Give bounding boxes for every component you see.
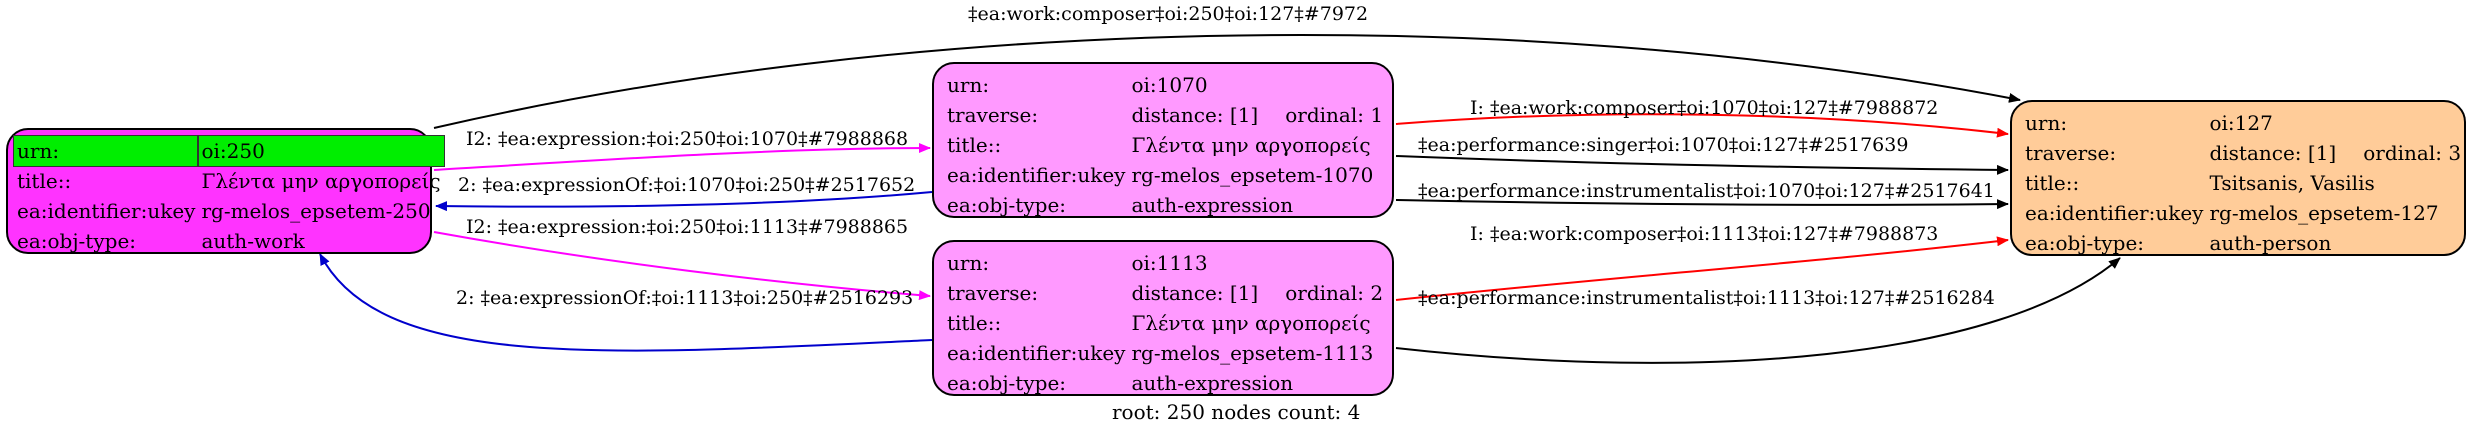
ordinal-value: ordinal: 1 bbox=[1285, 103, 1384, 127]
row-key: urn: bbox=[947, 73, 990, 97]
node-row-title: title:: Γλέντα μην αργοπορείς bbox=[944, 308, 1386, 338]
row-value: auth-expression bbox=[1131, 193, 1294, 217]
row-value: Tsitsanis, Vasilis bbox=[2209, 171, 2375, 195]
row-key: ea:identifier:ukey bbox=[17, 199, 196, 223]
row-value: rg-melos_epsetem-1070 bbox=[1131, 163, 1374, 187]
row-key: ea:obj-type: bbox=[947, 371, 1067, 395]
node-expression-1113[interactable]: urn: oi:1113 traverse: distance: [1] ord… bbox=[932, 240, 1394, 396]
edge-label-5: I: ‡ea:work:composer‡oi:1070‡oi:127‡#798… bbox=[1470, 97, 1938, 119]
row-value: rg-melos_epsetem-250 bbox=[201, 199, 431, 223]
node-row-ukey: ea:identifier:ukey rg-melos_epsetem-127 bbox=[2022, 198, 2464, 228]
row-value: Γλέντα μην αργοπορείς bbox=[1131, 133, 1371, 157]
node-row-traverse: traverse: distance: [1] ordinal: 1 bbox=[944, 100, 1386, 130]
node-row-title: title:: Γλέντα μην αργοπορείς bbox=[14, 166, 444, 196]
node-row-ukey: ea:identifier:ukey rg-melos_epsetem-1113 bbox=[944, 338, 1386, 368]
edge-expression-250-1113[interactable] bbox=[433, 231, 931, 301]
node-row-type: ea:obj-type: auth-expression bbox=[944, 368, 1386, 398]
node-person-127[interactable]: urn: oi:127 traverse: distance: [1] ordi… bbox=[2010, 100, 2466, 256]
row-value: auth-person bbox=[2209, 231, 2332, 255]
row-key: ea:identifier:ukey bbox=[947, 341, 1126, 365]
node-row-urn: urn: oi:1070 bbox=[944, 70, 1386, 100]
edge-work-composer-1070-127[interactable] bbox=[1395, 113, 2009, 138]
graph-footer: root: 250 nodes count: 4 bbox=[1112, 400, 1361, 424]
row-key: title:: bbox=[17, 169, 72, 193]
row-key: traverse: bbox=[2025, 141, 2117, 165]
edge-work-composer-1113-127[interactable] bbox=[1395, 236, 2009, 301]
row-key: traverse: bbox=[947, 281, 1039, 305]
node-person-table: urn: oi:127 traverse: distance: [1] ordi… bbox=[2022, 108, 2464, 258]
node-row-urn: urn: oi:250 bbox=[12, 135, 445, 167]
edge-label-3: I2: ‡ea:expression:‡oi:250‡oi:1113‡#7988… bbox=[466, 216, 908, 238]
edge-label-4: 2: ‡ea:expressionOf:‡oi:1113‡oi:250‡#251… bbox=[456, 287, 913, 309]
row-value: rg-melos_epsetem-127 bbox=[2209, 201, 2439, 225]
edge-performance-instrumentalist-1070-127[interactable] bbox=[1395, 199, 2009, 210]
row-value: oi:1113 bbox=[1131, 251, 1208, 275]
edge-expression-250-1070[interactable] bbox=[433, 143, 931, 171]
row-key: ea:obj-type: bbox=[947, 193, 1067, 217]
row-value: Γλέντα μην αργοπορείς bbox=[201, 169, 441, 193]
row-key: title:: bbox=[947, 311, 1002, 335]
edge-expressionOf-1113-250[interactable] bbox=[319, 253, 933, 352]
node-work-table: urn: oi:250 title:: Γλέντα μην αργοπορεί… bbox=[12, 135, 445, 256]
distance-value: distance: [1] bbox=[2209, 141, 2337, 165]
row-key: traverse: bbox=[947, 103, 1039, 127]
node-work-250[interactable]: urn: oi:250 title:: Γλέντα μην αργοπορεί… bbox=[6, 128, 445, 254]
row-value: auth-work bbox=[201, 229, 305, 253]
node-row-type: ea:obj-type: auth-expression bbox=[944, 190, 1386, 220]
row-key: urn: bbox=[12, 135, 200, 167]
node-row-ukey: ea:identifier:ukey rg-melos_epsetem-1070 bbox=[944, 160, 1386, 190]
edge-label-0: ‡ea:work:composer‡oi:250‡oi:127‡#7972 bbox=[968, 3, 1368, 25]
node-row-urn: urn: oi:1113 bbox=[944, 248, 1386, 278]
ordinal-value: ordinal: 3 bbox=[2363, 141, 2462, 165]
distance-value: distance: [1] bbox=[1131, 281, 1259, 305]
row-value: oi:250 bbox=[197, 135, 445, 167]
row-key: ea:obj-type: bbox=[17, 229, 137, 253]
node-expression-1070[interactable]: urn: oi:1070 traverse: distance: [1] ord… bbox=[932, 62, 1394, 218]
node-expr1113-table: urn: oi:1113 traverse: distance: [1] ord… bbox=[944, 248, 1386, 398]
distance-value: distance: [1] bbox=[1131, 103, 1259, 127]
row-key: title:: bbox=[947, 133, 1002, 157]
edge-label-1: I2: ‡ea:expression:‡oi:250‡oi:1070‡#7988… bbox=[466, 128, 908, 150]
node-row-ukey: ea:identifier:ukey rg-melos_epsetem-250 bbox=[14, 196, 444, 226]
edge-performance-instrumentalist-1113-127[interactable] bbox=[1395, 257, 2121, 364]
row-value: auth-expression bbox=[1131, 371, 1294, 395]
row-value: oi:127 bbox=[2209, 111, 2273, 135]
edge-label-9: ‡ea:performance:instrumentalist‡oi:1113‡… bbox=[1418, 287, 1995, 309]
node-row-traverse: traverse: distance: [1] ordinal: 3 bbox=[2022, 138, 2464, 168]
node-row-type: ea:obj-type: auth-work bbox=[14, 226, 444, 256]
node-row-traverse: traverse: distance: [1] ordinal: 2 bbox=[944, 278, 1386, 308]
row-value: rg-melos_epsetem-1113 bbox=[1131, 341, 1374, 365]
ordinal-value: ordinal: 2 bbox=[1285, 281, 1384, 305]
row-key: ea:obj-type: bbox=[2025, 231, 2145, 255]
node-expr1070-table: urn: oi:1070 traverse: distance: [1] ord… bbox=[944, 70, 1386, 220]
row-value: Γλέντα μην αργοπορείς bbox=[1131, 311, 1371, 335]
row-key: title:: bbox=[2025, 171, 2080, 195]
row-key: urn: bbox=[2025, 111, 2068, 135]
node-row-title: title:: Γλέντα μην αργοπορείς bbox=[944, 130, 1386, 160]
edge-label-7: ‡ea:performance:instrumentalist‡oi:1070‡… bbox=[1418, 180, 1995, 202]
edge-expressionOf-1070-250[interactable] bbox=[435, 191, 933, 212]
edge-work-composer-250-127[interactable] bbox=[433, 33, 2021, 129]
row-key: ea:identifier:ukey bbox=[947, 163, 1126, 187]
edge-label-2: 2: ‡ea:expressionOf:‡oi:1070‡oi:250‡#251… bbox=[458, 174, 915, 196]
row-key: ea:identifier:ukey bbox=[2025, 201, 2204, 225]
row-value: oi:1070 bbox=[1131, 73, 1208, 97]
node-row-urn: urn: oi:127 bbox=[2022, 108, 2464, 138]
edge-label-6: ‡ea:performance:singer‡oi:1070‡oi:127‡#2… bbox=[1418, 134, 1908, 156]
node-row-title: title:: Tsitsanis, Vasilis bbox=[2022, 168, 2464, 198]
edge-performance-singer-1070-127[interactable] bbox=[1395, 155, 2009, 175]
edge-label-8: I: ‡ea:work:composer‡oi:1113‡oi:127‡#798… bbox=[1470, 223, 1938, 245]
node-row-type: ea:obj-type: auth-person bbox=[2022, 228, 2464, 258]
row-key: urn: bbox=[947, 251, 990, 275]
